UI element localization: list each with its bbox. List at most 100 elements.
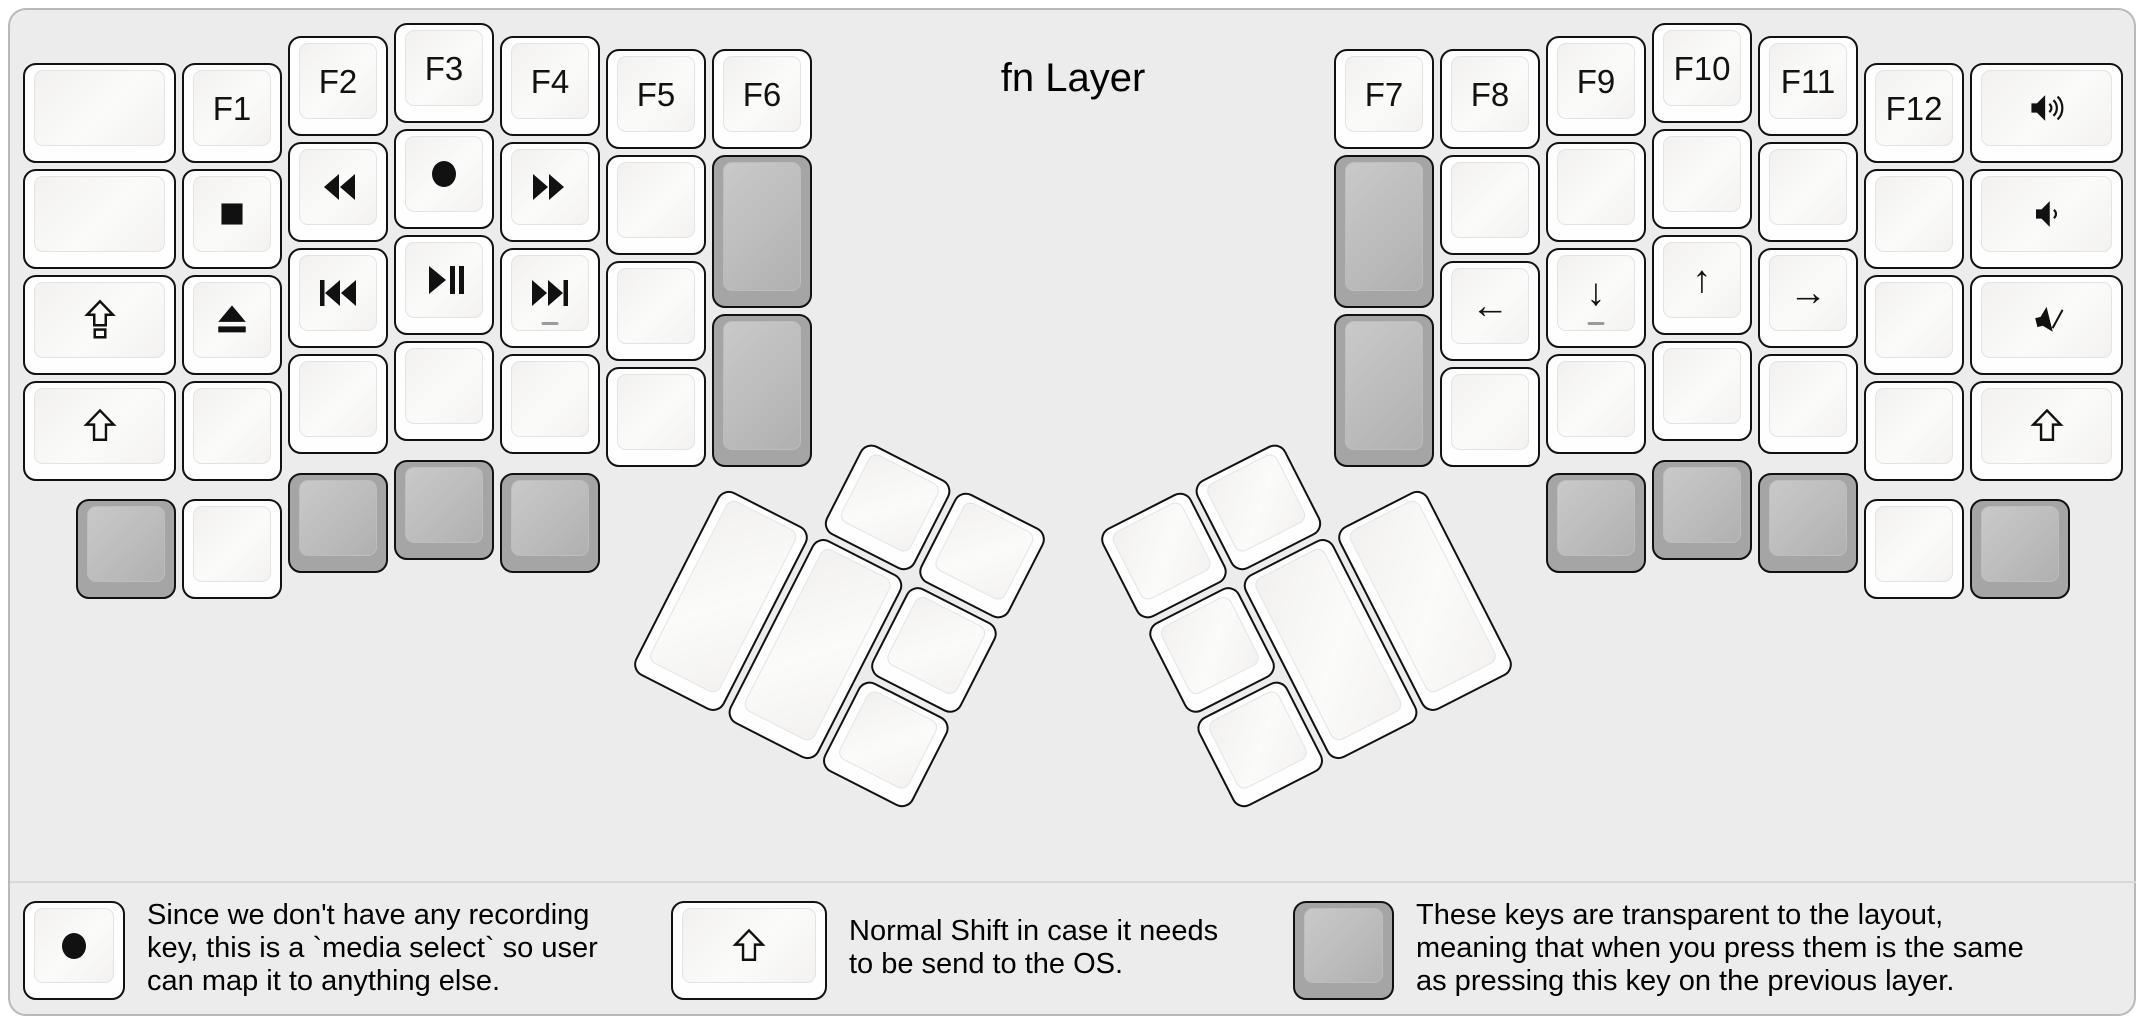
- key-arrow-up[interactable]: ↑: [1652, 235, 1752, 335]
- key-transparent[interactable]: [500, 473, 600, 573]
- key-blank[interactable]: [1652, 129, 1752, 229]
- keycap-top: [1109, 499, 1214, 603]
- key-f8[interactable]: F8: [1440, 49, 1540, 149]
- legend-divider: [10, 881, 2136, 883]
- key-transparent[interactable]: [712, 155, 812, 308]
- key-f2[interactable]: F2: [288, 36, 388, 136]
- key-mute[interactable]: [1970, 275, 2123, 375]
- keycap-top: [1451, 374, 1529, 450]
- key-stop[interactable]: [182, 169, 282, 269]
- key-next-track[interactable]: [500, 248, 600, 348]
- keycap-top: [1981, 388, 2112, 464]
- key-f4[interactable]: F4: [500, 36, 600, 136]
- key-f12[interactable]: F12: [1864, 63, 1964, 163]
- keycap-top: [723, 162, 801, 291]
- key-f5[interactable]: F5: [606, 49, 706, 149]
- key-shift[interactable]: [1970, 381, 2123, 481]
- caps-icon: [77, 297, 123, 343]
- keycap-top: [1981, 282, 2112, 358]
- keycap-top: F9: [1557, 43, 1635, 119]
- keycap-top: ↑: [1663, 242, 1741, 318]
- keycap-top: [836, 688, 941, 792]
- key-blank[interactable]: [606, 261, 706, 361]
- key-f9[interactable]: F9: [1546, 36, 1646, 136]
- key-fast-forward[interactable]: [500, 142, 600, 242]
- key-blank[interactable]: [182, 499, 282, 599]
- keycap-top: ←: [1451, 268, 1529, 344]
- key-blank[interactable]: [1758, 354, 1858, 454]
- key-transparent[interactable]: [712, 314, 812, 467]
- key-transparent[interactable]: [394, 460, 494, 560]
- key-transparent[interactable]: [1758, 473, 1858, 573]
- key-label: F7: [1364, 75, 1404, 113]
- keycap-top: [87, 506, 165, 582]
- key-volume-down[interactable]: [1970, 169, 2123, 269]
- key-blank[interactable]: [394, 341, 494, 441]
- key-f1[interactable]: F1: [182, 63, 282, 163]
- key-transparent[interactable]: [76, 499, 176, 599]
- keycap-top: F7: [1345, 56, 1423, 132]
- key-blank[interactable]: [1864, 499, 1964, 599]
- key-f3[interactable]: F3: [394, 23, 494, 123]
- key-blank[interactable]: [606, 367, 706, 467]
- keycap-top: →: [1769, 255, 1847, 331]
- key-play-pause[interactable]: [394, 235, 494, 335]
- key-media-select[interactable]: [394, 129, 494, 229]
- key-arrow-down[interactable]: ↓: [1546, 248, 1646, 348]
- keycap-top: F2: [299, 43, 377, 119]
- keycap-top: [299, 255, 377, 331]
- key-blank[interactable]: [1864, 381, 1964, 481]
- key-blank[interactable]: [288, 354, 388, 454]
- key-shift[interactable]: [23, 381, 176, 481]
- keycap-top: [837, 451, 942, 555]
- record-icon: [50, 922, 98, 970]
- keycap-top: F5: [617, 56, 695, 132]
- key-blank[interactable]: [1546, 142, 1646, 242]
- key-transparent[interactable]: [1970, 499, 2070, 599]
- key-label: F3: [424, 49, 464, 87]
- key-blank[interactable]: [23, 63, 176, 163]
- homing-bar: [541, 321, 559, 325]
- legend-text-transparent: These keys are transparent to the layout…: [1416, 898, 2024, 997]
- key-blank[interactable]: [500, 354, 600, 454]
- key-blank[interactable]: [1546, 354, 1646, 454]
- key-transparent[interactable]: [1334, 155, 1434, 308]
- keycap-top: [1205, 688, 1310, 792]
- key-f6[interactable]: F6: [712, 49, 812, 149]
- key-eject[interactable]: [182, 275, 282, 375]
- keycap-top: F6: [723, 56, 801, 132]
- keycap-top: [405, 136, 483, 212]
- key-blank[interactable]: [606, 155, 706, 255]
- key-label: F11: [1780, 62, 1836, 100]
- key-label: F8: [1470, 75, 1510, 113]
- key-transparent[interactable]: [1546, 473, 1646, 573]
- key-blank[interactable]: [23, 169, 176, 269]
- key-blank[interactable]: [182, 381, 282, 481]
- key-f11[interactable]: F11: [1758, 36, 1858, 136]
- key-caps-lock[interactable]: [23, 275, 176, 375]
- key-arrow-right[interactable]: →: [1758, 248, 1858, 348]
- keycap-top: [1769, 149, 1847, 225]
- key-blank[interactable]: [1864, 169, 1964, 269]
- key-arrow-left[interactable]: ←: [1440, 261, 1540, 361]
- keycap-top: [1981, 70, 2112, 146]
- key-transparent[interactable]: [1652, 460, 1752, 560]
- key-blank[interactable]: [1440, 367, 1540, 467]
- key-blank[interactable]: [1864, 275, 1964, 375]
- key-prev-track[interactable]: [288, 248, 388, 348]
- key-blank[interactable]: [1440, 155, 1540, 255]
- key-transparent[interactable]: [288, 473, 388, 573]
- key-f10[interactable]: F10: [1652, 23, 1752, 123]
- key-volume-up[interactable]: [1970, 63, 2123, 163]
- key-blank[interactable]: [1758, 142, 1858, 242]
- keycap-top: [193, 388, 271, 464]
- key-label: F1: [212, 89, 252, 127]
- rewind-icon: [314, 163, 362, 211]
- key-rewind[interactable]: [288, 142, 388, 242]
- key-blank[interactable]: [1652, 341, 1752, 441]
- keycap-top: [405, 348, 483, 424]
- key-transparent[interactable]: [1334, 314, 1434, 467]
- shift-icon: [2025, 404, 2069, 448]
- key-f7[interactable]: F7: [1334, 49, 1434, 149]
- keycap-top: [1663, 348, 1741, 424]
